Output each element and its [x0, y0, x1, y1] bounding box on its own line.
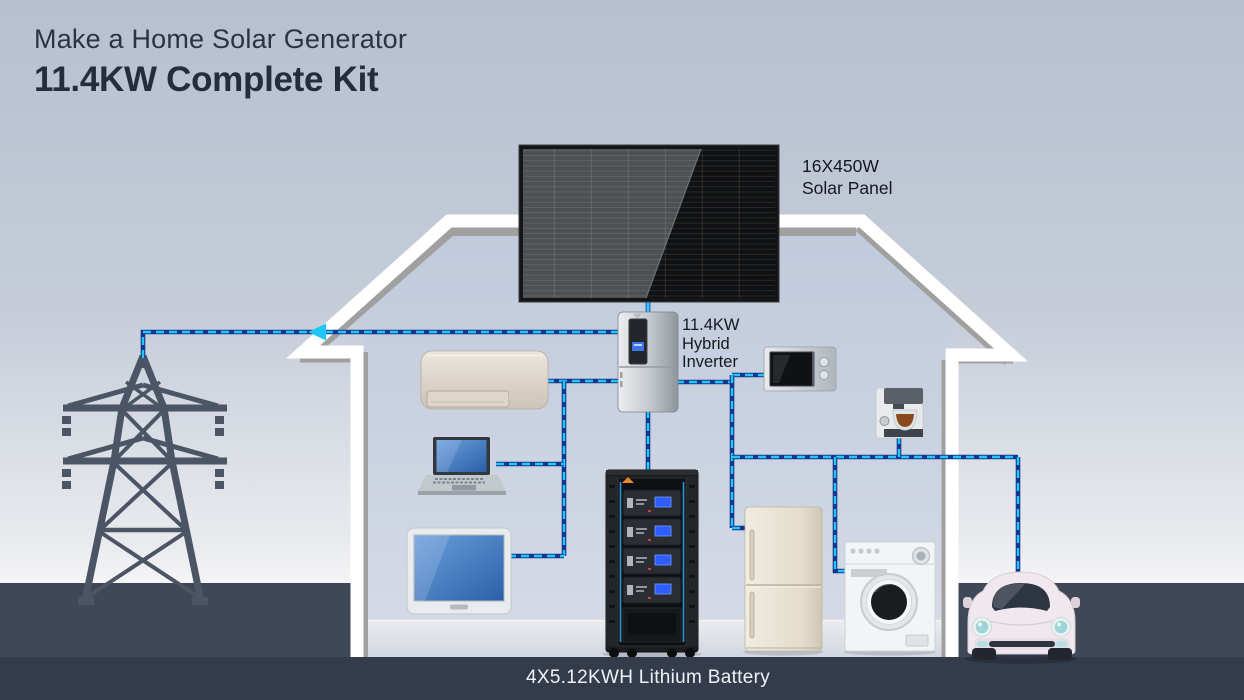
- grid-arrow-icon: [308, 323, 326, 341]
- wire-left-branch: [496, 378, 620, 559]
- microwave-icon: [763, 346, 837, 392]
- electric-car-icon: [963, 571, 1080, 664]
- laptop-icon: [418, 437, 506, 495]
- air-conditioner-icon: [420, 350, 549, 410]
- solar-panel-icon: [518, 144, 780, 303]
- ground-strip: [0, 657, 1244, 700]
- wire-right-branch: [676, 372, 1021, 574]
- refrigerator-icon: [743, 506, 823, 656]
- inverter-label-line1: 11.4KW: [682, 316, 740, 334]
- inverter-label: 11.4KW Hybrid Inverter: [682, 316, 739, 372]
- tv-monitor-icon: [406, 527, 512, 615]
- coffee-maker-icon: [875, 387, 924, 439]
- inverter-label-line3: Inverter: [682, 353, 738, 371]
- title-main: 11.4KW Complete Kit: [34, 60, 379, 99]
- solar-panel-label: 16X450W Solar Panel: [802, 155, 892, 199]
- title-subtitle: Make a Home Solar Generator: [34, 24, 408, 54]
- lithium-battery-rack-icon: [602, 469, 702, 658]
- washing-machine-icon: [844, 541, 936, 656]
- wiring: [140, 298, 1021, 574]
- power-grid-tower-icon: [62, 351, 227, 605]
- inverter-label-line2: Hybrid: [682, 334, 730, 353]
- solar-panel-label-line1: 16X450W: [802, 156, 879, 176]
- hybrid-inverter-icon: [617, 311, 679, 413]
- solar-panel-label-line2: Solar Panel: [802, 178, 893, 198]
- battery-label: 4X5.12KWH Lithium Battery: [525, 667, 771, 688]
- wire-grid-to-inverter: [140, 329, 620, 358]
